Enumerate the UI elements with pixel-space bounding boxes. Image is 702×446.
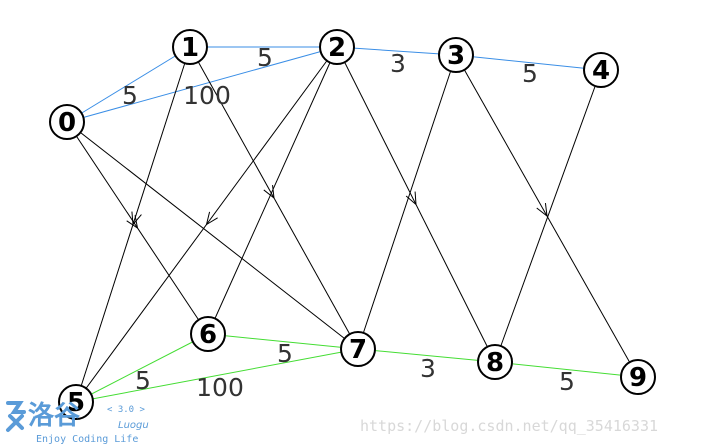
- node-label: 0: [58, 108, 76, 138]
- arrowhead-2-8-icon: [405, 191, 417, 206]
- edge-2-3: [336, 46, 457, 56]
- logo-latin: Luogu: [118, 420, 149, 431]
- node-4: 4: [583, 52, 619, 88]
- edge-4-8: [494, 69, 602, 363]
- edge-7-8: [357, 348, 496, 363]
- edge-3-4: [455, 54, 602, 71]
- node-0: 0: [49, 104, 85, 140]
- edge-weight-0-1: 5: [122, 81, 138, 110]
- node-label: 1: [181, 33, 199, 63]
- edge-5-6: [75, 333, 209, 403]
- logo-slogan: Enjoy Coding Life: [36, 434, 138, 445]
- node-circle: [340, 331, 376, 367]
- node-1: 1: [172, 29, 208, 65]
- node-label: 7: [349, 335, 367, 365]
- node-label: 9: [629, 363, 647, 393]
- edge-weight-5-6: 5: [135, 366, 151, 395]
- edge-weight-6-7: 5: [277, 339, 293, 368]
- edge-weight-3-4: 5: [522, 59, 538, 88]
- edge-5-7: [75, 348, 359, 403]
- edge-weight-2-3: 3: [390, 49, 406, 78]
- edge-2-6: [207, 46, 338, 335]
- watermark: https://blog.csdn.net/qq_35416331: [360, 417, 658, 435]
- node-label: 4: [592, 56, 610, 86]
- node-9: 9: [620, 359, 656, 395]
- node-circle: [319, 29, 355, 65]
- arrowhead-3-9-icon: [536, 203, 548, 218]
- edge-6-7: [207, 333, 359, 350]
- logo-name: 洛谷: [28, 400, 81, 431]
- edge-weight-0-2: 100: [183, 81, 231, 110]
- node-circle: [583, 52, 619, 88]
- edge-0-2: [66, 46, 338, 123]
- node-circle: [190, 316, 226, 352]
- edge-3-7: [357, 54, 457, 350]
- node-5: 5: [58, 384, 94, 420]
- node-circle: [438, 37, 474, 73]
- edge-8-9: [494, 361, 639, 378]
- node-6: 6: [190, 316, 226, 352]
- weights-layer: 5 5 100 3 5 5 5 100 3 5: [122, 43, 575, 402]
- node-label: 8: [486, 348, 504, 378]
- node-2: 2: [319, 29, 355, 65]
- edge-0-7: [66, 121, 359, 350]
- edge-weight-7-8: 3: [420, 354, 436, 383]
- node-circle: [58, 384, 94, 420]
- nodes-layer: 0 1 2 3 4 5 6 7 8 9: [49, 29, 656, 420]
- node-label: 6: [199, 320, 217, 350]
- arrowhead-1-7-icon: [263, 185, 275, 200]
- node-circle: [477, 344, 513, 380]
- node-7: 7: [340, 331, 376, 367]
- node-label: 3: [447, 41, 465, 71]
- edge-weight-8-9: 5: [559, 367, 575, 396]
- logo-version: < 3.0 >: [107, 405, 146, 415]
- arrowhead-1-5-icon: [131, 211, 142, 226]
- luogu-mark-icon: [6, 401, 26, 432]
- node-circle: [172, 29, 208, 65]
- edge-weight-1-2: 5: [257, 43, 273, 72]
- node-3: 3: [438, 37, 474, 73]
- arrowhead-0-6-icon: [126, 215, 139, 230]
- luogu-logo: 洛谷 < 3.0 > Luogu Enjoy Coding Life: [6, 400, 149, 445]
- node-label: 5: [67, 388, 85, 418]
- edge-weight-5-7: 100: [196, 373, 244, 402]
- edge-0-1: [66, 46, 191, 123]
- node-circle: [620, 359, 656, 395]
- node-circle: [49, 104, 85, 140]
- arrowhead-2-5-icon: [205, 211, 218, 226]
- node-8: 8: [477, 344, 513, 380]
- node-label: 2: [328, 33, 346, 63]
- arrows-layer: [126, 185, 548, 230]
- watermark-url: https://blog.csdn.net/qq_35416331: [360, 417, 658, 435]
